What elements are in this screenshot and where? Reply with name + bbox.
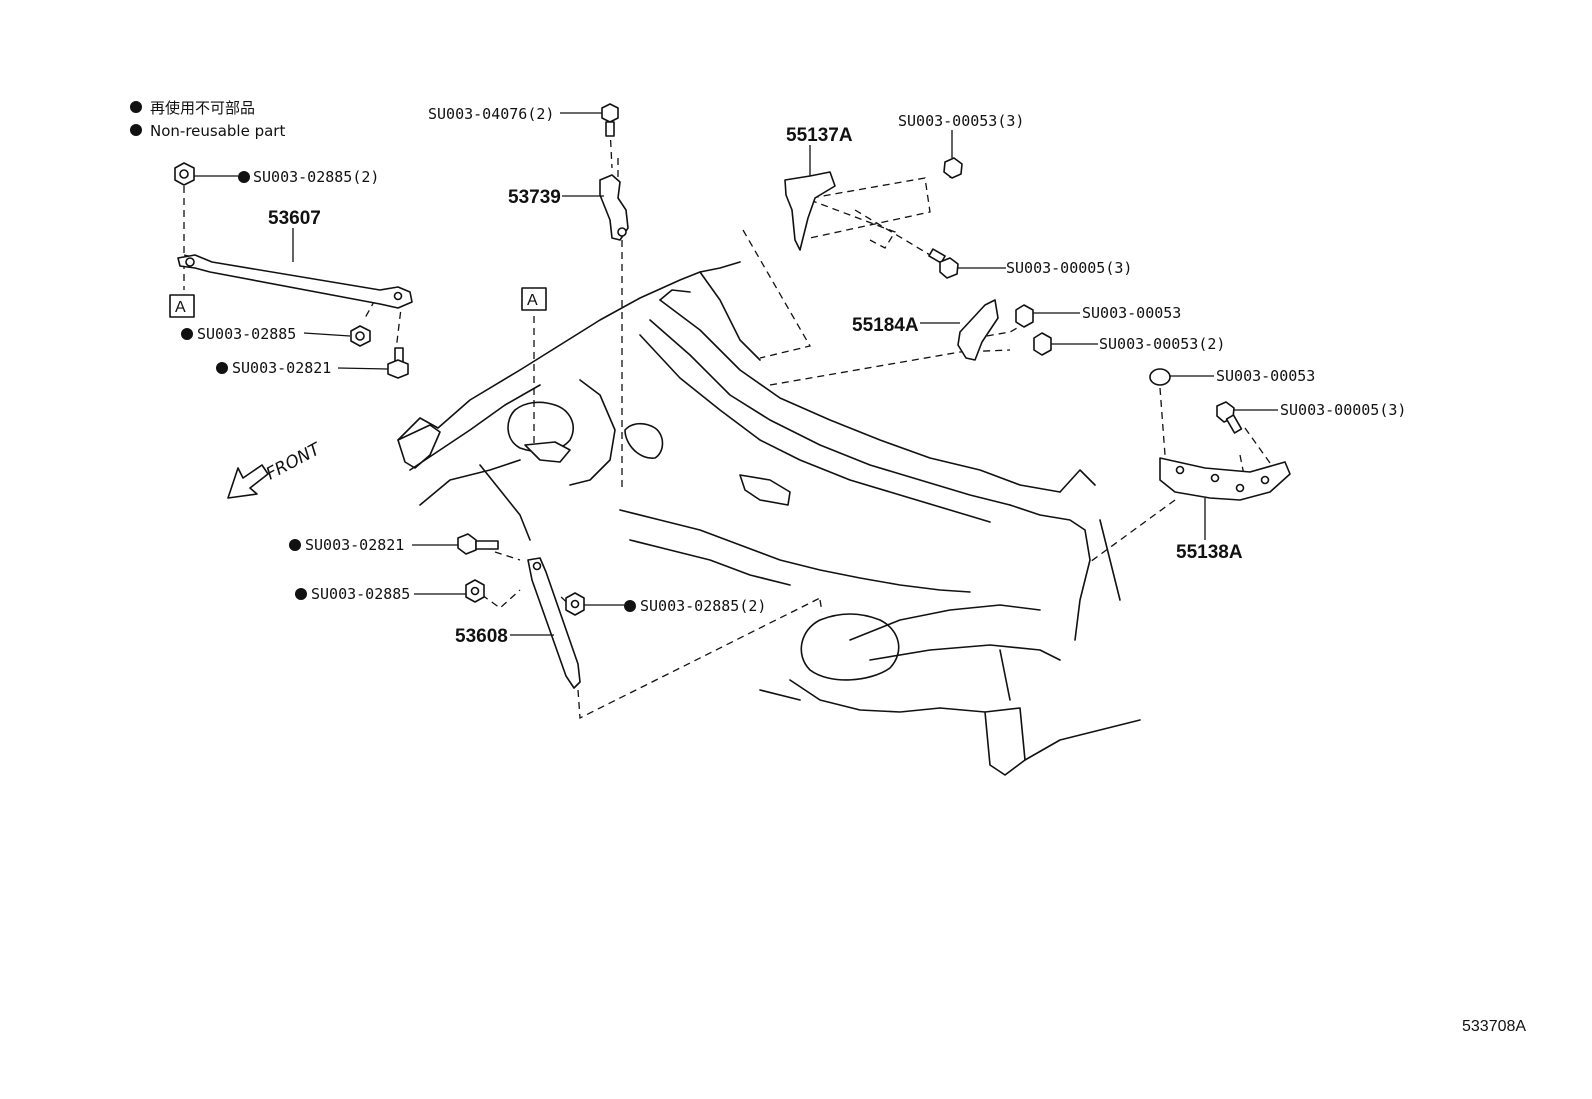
non-reusable-dot-icon bbox=[624, 600, 636, 612]
nut-icon bbox=[943, 157, 963, 179]
reference-box-a-center: A bbox=[521, 287, 547, 311]
label-53739: 53739 bbox=[508, 187, 561, 208]
non-reusable-dot-icon bbox=[295, 588, 307, 600]
label-su003-00053-a: SU003-00053 bbox=[1082, 304, 1181, 322]
non-reusable-dot-icon bbox=[130, 101, 142, 113]
bolt-icon bbox=[1216, 401, 1243, 434]
legend: 再使用不可部品 Non-reusable part bbox=[130, 99, 285, 140]
front-arrow-icon bbox=[227, 464, 269, 499]
non-reusable-dot-icon bbox=[289, 539, 301, 551]
part-53739-bracket bbox=[599, 174, 629, 241]
reference-box-label: A bbox=[175, 299, 186, 316]
label-su003-02885-lower: SU003-02885 bbox=[311, 585, 410, 603]
label-su003-00053-3: SU003-00053(3) bbox=[898, 112, 1024, 130]
leader-lines bbox=[194, 112, 1278, 636]
label-su003-02821-left: SU003-02821 bbox=[232, 359, 331, 377]
label-su003-00005-3-right: SU003-00005(3) bbox=[1280, 401, 1406, 419]
nut-icon bbox=[465, 579, 485, 603]
non-reusable-dot-icon bbox=[216, 362, 228, 374]
legend-japanese: 再使用不可部品 bbox=[150, 99, 255, 117]
part-55184A-bracket bbox=[957, 299, 999, 361]
reference-box-a-left: A bbox=[169, 294, 195, 318]
nut-icon bbox=[1033, 332, 1052, 356]
bolt-icon bbox=[601, 103, 619, 137]
bolt-icon bbox=[928, 248, 959, 279]
front-direction-arrow: FRONT bbox=[227, 439, 325, 499]
label-su003-02885-2-top: SU003-02885(2) bbox=[253, 168, 379, 186]
reference-box-label: A bbox=[527, 292, 538, 309]
fasteners bbox=[174, 103, 1243, 616]
label-su003-04076: SU003-04076(2) bbox=[428, 105, 554, 123]
legend-english: Non-reusable part bbox=[150, 122, 285, 140]
label-su003-02885-left: SU003-02885 bbox=[197, 325, 296, 343]
part-labels: 53607 53739 53608 55137A 55184A 55138A bbox=[268, 125, 1243, 647]
nut-icon bbox=[1015, 304, 1034, 328]
part-55137A-bracket bbox=[784, 171, 836, 251]
bolt-icon bbox=[457, 533, 499, 555]
label-su003-02821-lower: SU003-02821 bbox=[305, 536, 404, 554]
label-55137A: 55137A bbox=[786, 125, 853, 146]
front-label: FRONT bbox=[263, 439, 325, 485]
nut-icon bbox=[1149, 368, 1171, 386]
label-53608: 53608 bbox=[455, 626, 508, 647]
non-reusable-dot-icon bbox=[181, 328, 193, 340]
part-55138A-bracket bbox=[1159, 457, 1291, 501]
non-reusable-dot-icon bbox=[130, 124, 142, 136]
bolt-icon bbox=[387, 347, 409, 379]
label-53607: 53607 bbox=[268, 208, 321, 229]
nut-icon bbox=[565, 592, 585, 616]
label-su003-02885-2-lower: SU003-02885(2) bbox=[640, 597, 766, 615]
label-55138A: 55138A bbox=[1176, 542, 1243, 563]
part-53608-brace bbox=[527, 557, 581, 689]
non-reusable-dot-icon bbox=[238, 171, 250, 183]
fastener-labels: SU003-04076(2) SU003-02885(2) SU003-0288… bbox=[181, 105, 1406, 615]
label-su003-00053-b: SU003-00053 bbox=[1216, 367, 1315, 385]
label-su003-00005-3-top: SU003-00005(3) bbox=[1006, 259, 1132, 277]
nut-icon bbox=[174, 162, 195, 186]
nut-icon bbox=[350, 325, 371, 347]
part-53607-brace bbox=[177, 254, 413, 309]
vehicle-body-drawing bbox=[397, 261, 1141, 776]
label-55184A: 55184A bbox=[852, 315, 919, 336]
label-su003-00053-2: SU003-00053(2) bbox=[1099, 335, 1225, 353]
diagram-reference-number: 533708A bbox=[1462, 1018, 1526, 1035]
assembly-guide-lines bbox=[183, 127, 1286, 720]
